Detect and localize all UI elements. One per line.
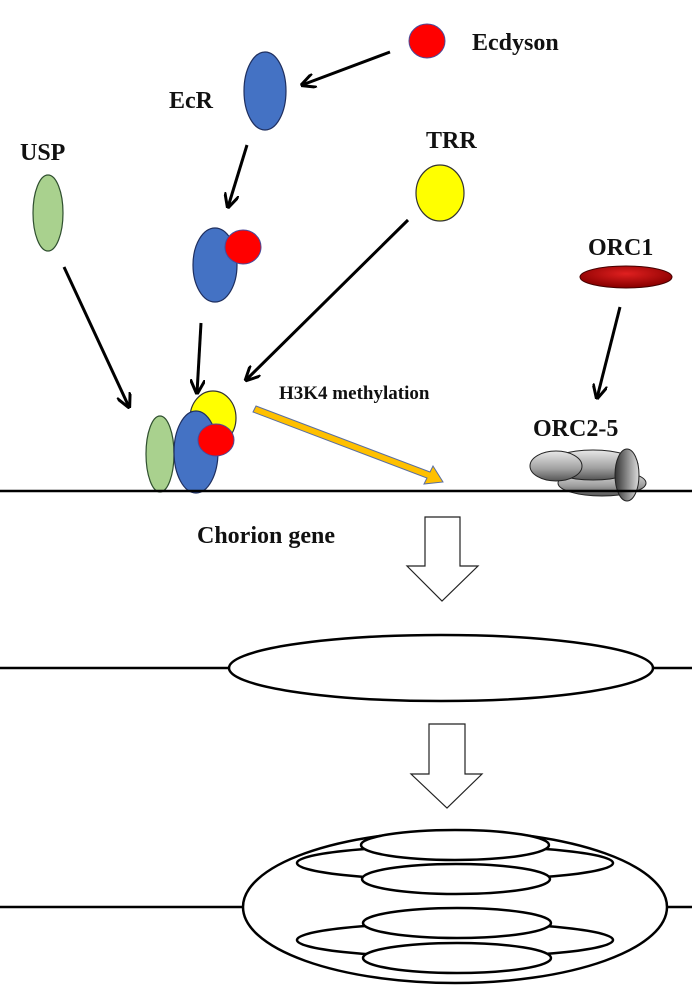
arrow-ecr-complex-down: [197, 322, 201, 393]
ecdyson-dna-bound: [197, 423, 235, 457]
methylation-arrow: [252, 405, 444, 485]
arrow-ecdyson-to-ecr: [302, 50, 391, 85]
block-arrow-down-2: [409, 723, 484, 809]
orc1-protein: [579, 265, 673, 289]
chorion-gene-label: Chorion gene: [197, 523, 335, 549]
replication-bubble-inner-2: [360, 862, 552, 896]
usp-label: USP: [20, 140, 65, 166]
trr-protein: [415, 164, 465, 222]
arrow-trr-to-complex: [246, 218, 410, 380]
arrow-ecr-to-ecr-ecdyson: [228, 144, 249, 207]
usp-bound: [145, 415, 175, 493]
replication-bubble-inner-1: [359, 828, 551, 862]
trr-label: TRR: [426, 128, 477, 154]
replication-bubble-inner-3: [361, 906, 553, 940]
orc2-5-label: ORC2-5: [533, 416, 618, 442]
ecdyson-molecule: [408, 23, 446, 59]
arrow-orc1-to-orc2-5: [597, 306, 622, 398]
ecr-label: EcR: [169, 88, 214, 114]
orc2-5-complex: [529, 448, 647, 502]
usp-protein: [32, 174, 64, 252]
replication-bubble-single: [227, 633, 655, 703]
block-arrow-down-1: [405, 516, 480, 602]
arrow-usp-to-complex: [62, 266, 129, 407]
ecdyson-label: Ecdyson: [472, 30, 559, 56]
ecr-receptor: [243, 51, 287, 131]
replication-bubble-inner-4: [361, 941, 553, 975]
orc1-label: ORC1: [588, 235, 653, 261]
h3k4-methylation-label: H3K4 methylation: [279, 383, 430, 404]
ecdyson-bound: [224, 229, 262, 265]
